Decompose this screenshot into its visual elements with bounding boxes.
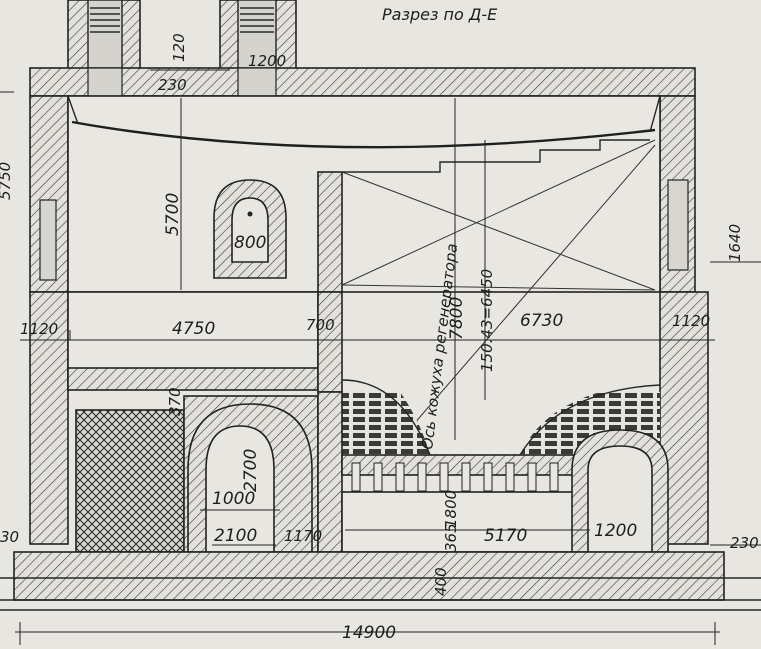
checkerwork-left [342,392,430,455]
right-wall-window [667,179,689,271]
dim-14900: 14900 [342,623,396,643]
dim-800: 800 [234,233,266,253]
chamber-ceiling-right-chamfer [649,95,661,133]
foundation-slab [13,551,725,601]
dim-230-top: 230 [158,76,187,94]
checkerwork-boundary-left [341,379,431,456]
left-stack-steps [90,7,120,33]
dim-6730: 6730 [520,311,563,331]
lower-central-wall [317,391,343,553]
dim-1170: 1170 [284,527,322,545]
left-middle-wall [29,291,69,545]
chamber-arched-ceiling [71,120,656,149]
lower-left-arched-passage [205,425,275,553]
right-stack-steps [240,7,274,33]
dim-6450: 150.43=6450 [478,269,496,372]
dim-400: 400 [432,567,450,596]
regenerator-diagonal-2 [341,171,656,291]
dim-1120-left: 1120 [20,320,58,338]
dim-1000: 1000 [212,489,255,509]
dim-2100: 2100 [214,526,257,546]
grating-slots [351,462,559,492]
dim-365: 365 [442,523,460,552]
central-dividing-wall [317,171,343,293]
chamber-ceiling-left-chamfer [67,95,79,125]
dim-1200-top: 1200 [248,52,286,70]
dim-1800: 1800 [442,490,460,528]
lower-channel [341,491,583,553]
dim-120: 120 [170,33,188,62]
opening-peephole [247,211,253,217]
lower-left-cross-hatched-block [75,409,185,553]
dim-1120-right: 1120 [672,312,710,330]
dim-370: 370 [166,387,184,416]
upper-chamber [67,95,661,293]
arched-opening-inner [231,197,269,263]
dim-1200-bottom: 1200 [594,521,637,541]
regenerator-diagonal-3 [341,284,656,291]
dim-5750: 5750 [0,162,14,200]
left-flue-basin-floor [67,367,319,391]
regenerator-diagonal-4 [399,144,656,441]
dim-1640: 1640 [726,224,744,262]
dim-2700: 2700 [241,449,261,492]
roof-flue-left [87,67,123,97]
central-pier [317,291,343,393]
roof-slab [29,67,696,97]
dim-5700: 5700 [163,193,183,236]
left-wall-window [39,199,57,281]
dim-230-right: 230 [730,534,759,552]
regenerator-diagonal-1 [341,139,656,286]
stepped-profile [342,139,650,173]
dim-7800: 7800 [447,297,467,340]
section-title: Разрез по Д-Е [382,5,498,24]
dim-700: 700 [306,316,335,334]
roof-flue-right [237,67,277,97]
dim-5170: 5170 [484,526,527,546]
dim-30-left: 30 [0,528,19,546]
checkerwork-boundary-right [519,384,661,456]
lower-right-arched-passage [587,445,653,553]
dim-4750: 4750 [172,319,215,339]
dimension-lines [0,69,761,645]
